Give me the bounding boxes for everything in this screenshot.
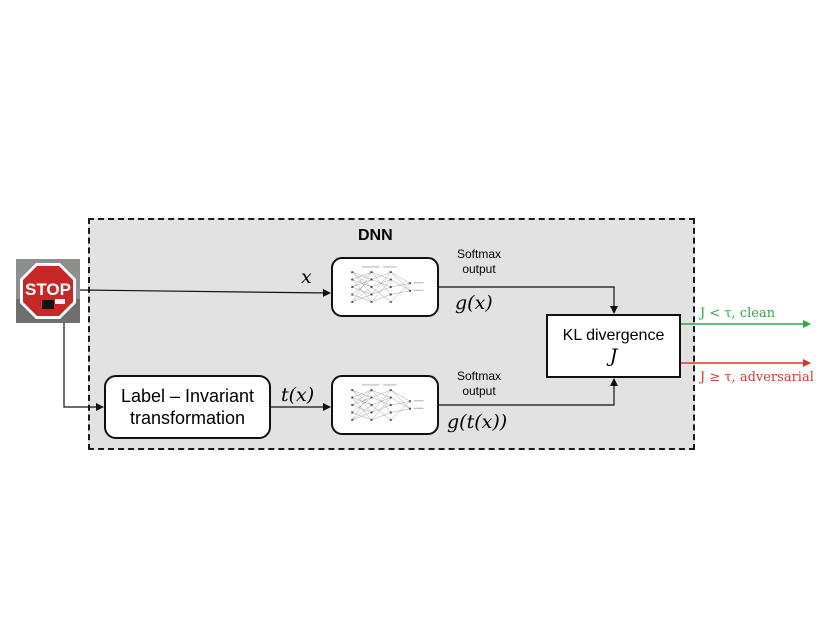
transform-output-label: t(x)	[281, 384, 315, 406]
adversarial-output-label: J ≥ τ, adversarial	[700, 370, 814, 385]
dnn-network-top	[331, 257, 439, 317]
kl-divergence-box: KL divergence J	[546, 314, 681, 378]
network-graph-icon	[351, 384, 424, 422]
top-softmax-line1: Softmax	[456, 247, 501, 261]
kl-divergence-title: KL divergence	[562, 327, 665, 344]
arrow-top-net-to-kl	[439, 286, 618, 314]
transform-label-line2: transformation	[129, 408, 246, 428]
bottom-softmax-line2: output	[462, 384, 496, 398]
bottom-softmax-line1: Softmax	[456, 369, 501, 383]
arrow-bottom-net-to-kl	[439, 378, 618, 406]
clean-output-label: J < τ, clean	[700, 306, 776, 321]
top-softmax-line2: output	[462, 262, 496, 276]
stop-sign-text: STOP	[25, 280, 71, 299]
bottom-softmax-caption: Softmax output	[449, 369, 509, 399]
label-invariant-transformation-box: Label – Invariant transformation	[104, 375, 271, 439]
top-softmax-formula: g(x)	[455, 292, 493, 314]
arrow-input-to-top-net	[79, 288, 331, 297]
transform-label-line1: Label – Invariant	[120, 386, 255, 406]
arrow-input-to-transform	[63, 323, 104, 411]
kl-symbol: J	[609, 345, 618, 367]
input-x-label: x	[301, 266, 312, 288]
dnn-network-bottom	[331, 375, 439, 435]
stop-sign-image: STOP	[16, 259, 80, 323]
network-graph-icon	[351, 266, 424, 304]
dnn-title: DNN	[358, 227, 393, 244]
bottom-softmax-formula: g(t(x))	[447, 411, 508, 433]
top-softmax-caption: Softmax output	[449, 247, 509, 277]
